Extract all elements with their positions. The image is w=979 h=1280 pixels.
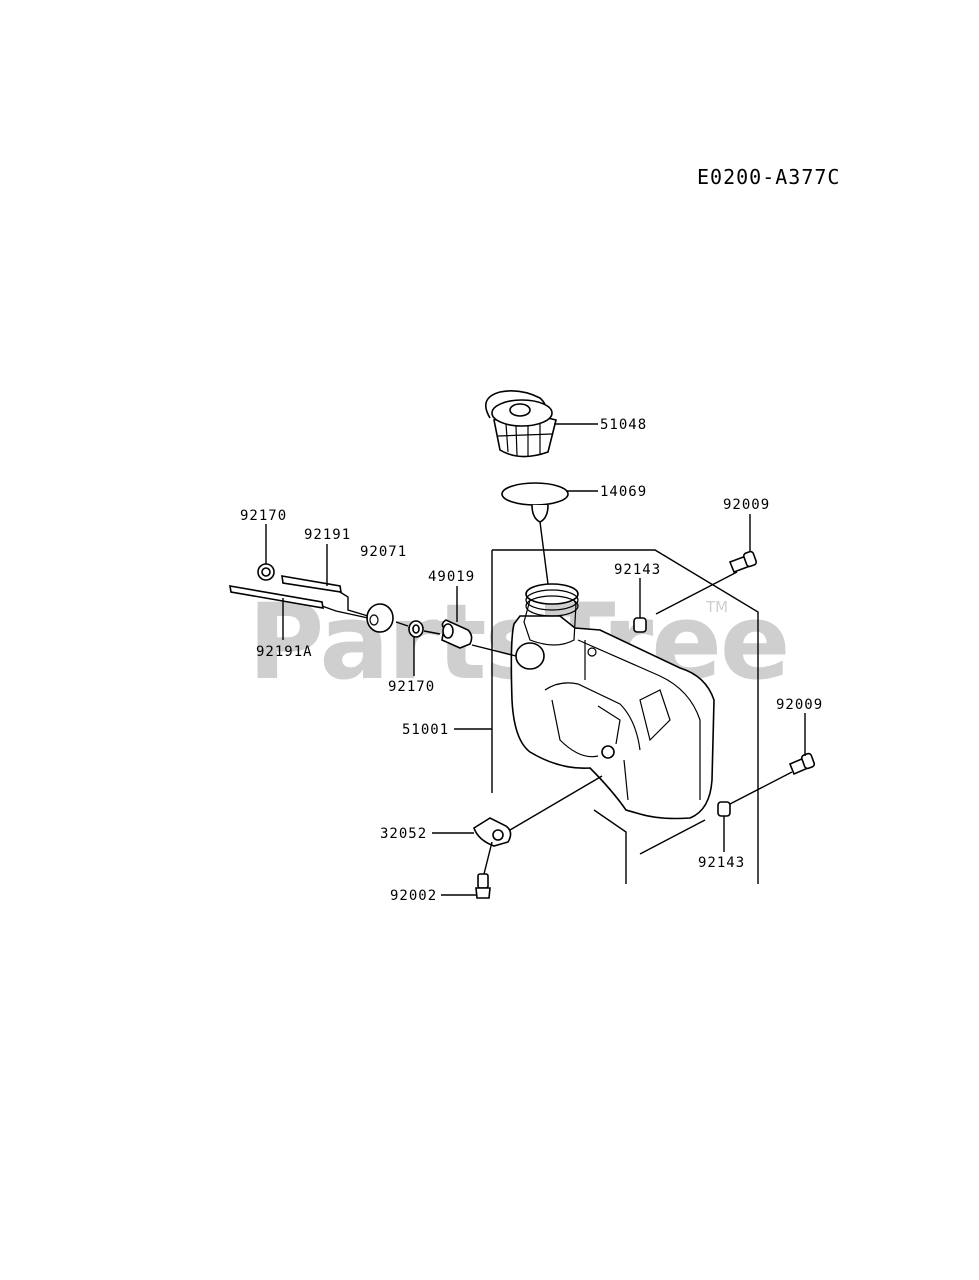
screw-92002-drawing (475, 841, 493, 899)
bracket-32052-drawing (473, 775, 603, 847)
watermark-trademark: TM (705, 598, 728, 616)
part-label-92191[interactable]: 92191 (304, 527, 351, 543)
diagram-code: E0200-A377C (697, 165, 840, 189)
part-label-14069[interactable]: 14069 (600, 484, 647, 500)
part-label-92071[interactable]: 92071 (360, 544, 407, 560)
part-label-49019[interactable]: 49019 (428, 569, 475, 585)
sleeve-92143-top-drawing (633, 617, 647, 633)
assembly-frame-lines (491, 549, 759, 884)
bolt-92009-top-drawing (655, 550, 758, 615)
part-label-92143-bottom[interactable]: 92143 (698, 855, 745, 871)
bolt-92009-right-drawing (729, 752, 816, 805)
part-label-32052[interactable]: 32052 (380, 826, 427, 842)
part-label-92170-bottom[interactable]: 92170 (388, 679, 435, 695)
part-label-92002[interactable]: 92002 (390, 888, 437, 904)
leader-lines (265, 423, 806, 896)
cap-gasket-drawing (501, 482, 569, 585)
fuel-tank-drawing (510, 583, 715, 820)
fuel-cap-drawing (484, 390, 557, 458)
part-label-92191A[interactable]: 92191A (256, 644, 313, 660)
fuel-line-drawing (229, 563, 517, 657)
part-label-92009-right[interactable]: 92009 (776, 697, 823, 713)
part-label-92009-top[interactable]: 92009 (723, 497, 770, 513)
part-label-92143-top[interactable]: 92143 (614, 562, 661, 578)
part-labels: 51048 14069 92009 92170 92191 92071 4901… (240, 417, 823, 904)
part-label-92170-top[interactable]: 92170 (240, 508, 287, 524)
part-label-51001[interactable]: 51001 (402, 722, 449, 738)
sleeve-92143-bottom-drawing (717, 801, 731, 852)
part-label-51048[interactable]: 51048 (600, 417, 647, 433)
